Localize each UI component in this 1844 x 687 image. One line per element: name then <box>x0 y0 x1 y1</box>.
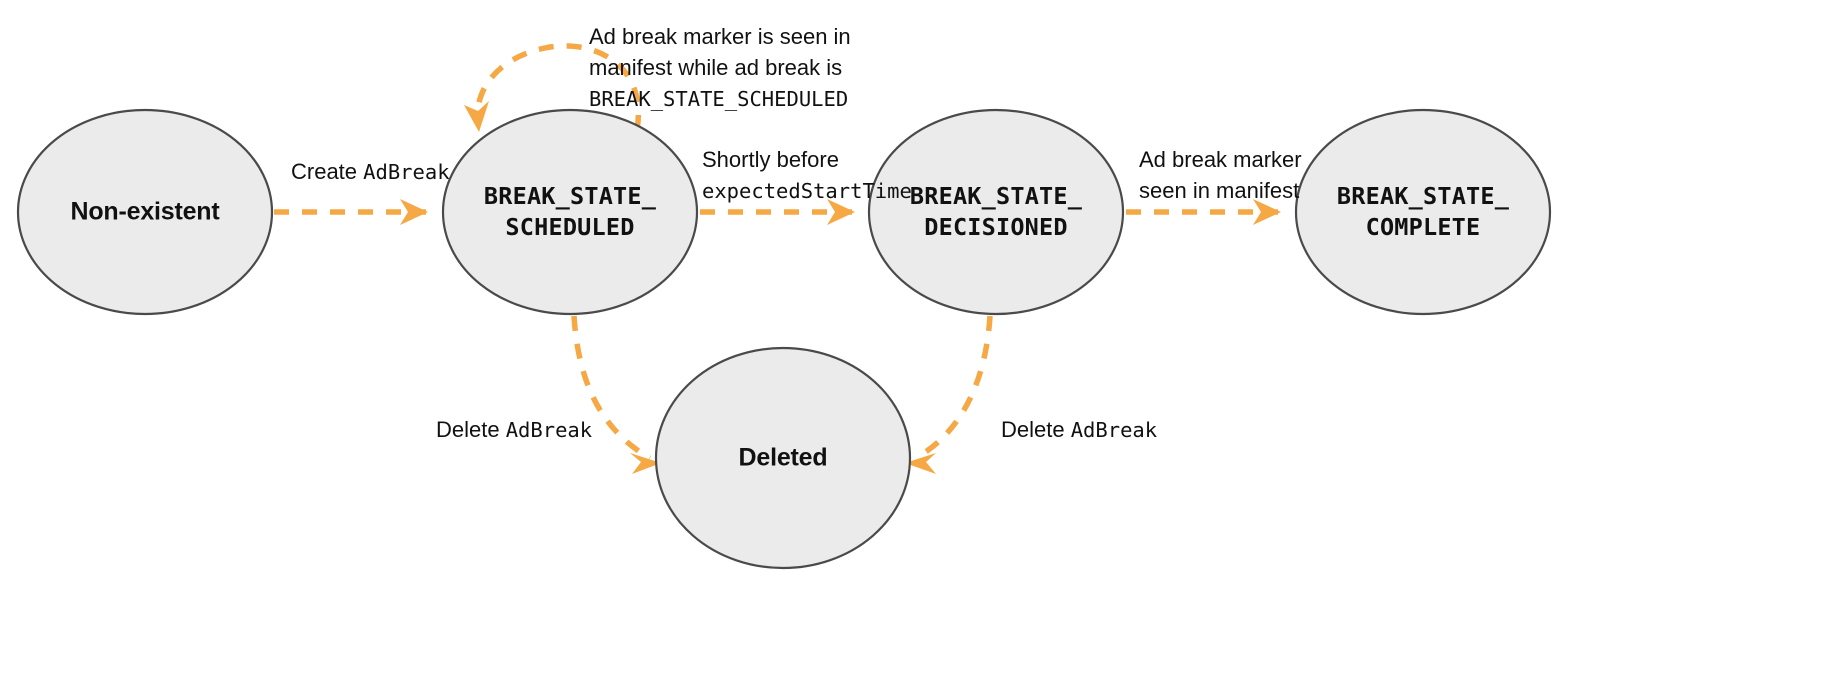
node-deleted[interactable] <box>654 346 912 570</box>
edge-marker-seen-in-manifest <box>1126 199 1281 225</box>
edge-shortly-before <box>700 199 855 225</box>
edge-scheduled-self-loop <box>464 43 642 132</box>
node-break-state-decisioned[interactable] <box>867 108 1125 316</box>
edge-delete-from-scheduled <box>571 315 661 474</box>
edges-layer <box>274 43 1281 474</box>
node-non-existent[interactable] <box>16 108 274 316</box>
node-break-state-scheduled[interactable] <box>441 108 699 316</box>
nodes-layer <box>16 108 1552 570</box>
edge-delete-from-decisioned <box>905 315 993 474</box>
node-break-state-complete[interactable] <box>1294 108 1552 316</box>
edge-create-adbreak <box>274 199 428 225</box>
